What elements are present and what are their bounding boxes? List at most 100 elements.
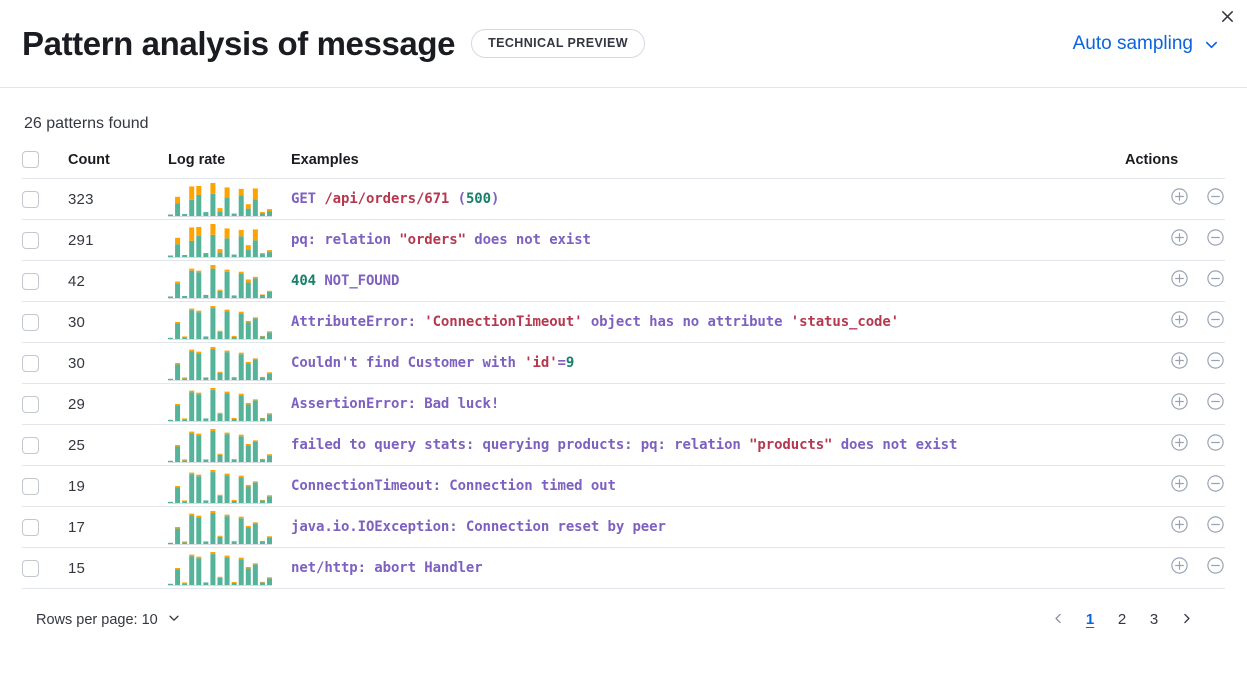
circle-plus-icon[interactable] bbox=[1169, 433, 1189, 453]
table-row[interactable]: 42 404 NOT_FOUND bbox=[22, 260, 1225, 302]
table-row[interactable]: 323 GET /api/orders/671 (500) bbox=[22, 178, 1225, 220]
row-actions bbox=[1169, 392, 1225, 412]
rows-per-page-button[interactable]: Rows per page: 10 bbox=[36, 611, 181, 629]
row-select-cell bbox=[22, 465, 68, 507]
table-row[interactable]: 15 net/http: abort Handler bbox=[22, 547, 1225, 589]
circle-plus-icon[interactable] bbox=[1169, 392, 1189, 412]
row-select-cell bbox=[22, 260, 68, 302]
row-log-rate-cell bbox=[168, 424, 291, 466]
table-row[interactable]: 25 failed to query stats: querying produ… bbox=[22, 424, 1225, 466]
table-row[interactable]: 30 Couldn't find Customer with 'id'=9 bbox=[22, 342, 1225, 384]
example-token: java.io.IOException: Connection reset by… bbox=[291, 519, 666, 535]
example-token: 500 bbox=[465, 191, 491, 207]
row-checkbox[interactable] bbox=[22, 395, 39, 413]
example-text: net/http: abort Handler bbox=[291, 560, 483, 576]
pagination-page-2[interactable]: 2 bbox=[1109, 607, 1135, 633]
row-actions-cell bbox=[1125, 301, 1225, 343]
row-checkbox[interactable] bbox=[22, 436, 39, 454]
circle-minus-icon[interactable] bbox=[1205, 310, 1225, 330]
table-row[interactable]: 17 java.io.IOException: Connection reset… bbox=[22, 506, 1225, 548]
circle-minus-icon[interactable] bbox=[1205, 556, 1225, 576]
column-header-actions: Actions bbox=[1125, 151, 1225, 179]
example-token: 'status_code' bbox=[790, 314, 900, 330]
row-log-rate-cell bbox=[168, 383, 291, 425]
table-row[interactable]: 29 AssertionError: Bad luck! bbox=[22, 383, 1225, 425]
circle-minus-icon[interactable] bbox=[1205, 187, 1225, 207]
pagination-next-button[interactable] bbox=[1173, 607, 1199, 633]
circle-plus-icon[interactable] bbox=[1169, 187, 1189, 207]
circle-minus-icon[interactable] bbox=[1205, 392, 1225, 412]
log-rate-sparkline bbox=[168, 551, 291, 586]
example-token: "orders" bbox=[399, 232, 466, 248]
circle-minus-icon[interactable] bbox=[1205, 515, 1225, 535]
row-checkbox[interactable] bbox=[22, 190, 39, 208]
circle-minus-icon[interactable] bbox=[1205, 351, 1225, 371]
example-token: Couldn't find Customer with bbox=[291, 355, 525, 371]
row-select-cell bbox=[22, 383, 68, 425]
example-text: failed to query stats: querying products… bbox=[291, 437, 957, 453]
circle-minus-icon[interactable] bbox=[1205, 269, 1225, 289]
chevron-down-icon bbox=[1204, 36, 1219, 51]
table-row[interactable]: 291 pq: relation "orders" does not exist bbox=[22, 219, 1225, 261]
row-log-rate-cell bbox=[168, 301, 291, 343]
row-log-rate-cell bbox=[168, 219, 291, 261]
row-count-cell: 30 bbox=[68, 301, 168, 343]
circle-plus-icon[interactable] bbox=[1169, 351, 1189, 371]
column-header-log-rate[interactable]: Log rate bbox=[168, 151, 291, 179]
row-checkbox[interactable] bbox=[22, 559, 39, 577]
row-actions bbox=[1169, 187, 1225, 207]
log-rate-sparkline bbox=[168, 387, 291, 422]
example-token: object has no attribute bbox=[582, 314, 791, 330]
row-checkbox[interactable] bbox=[22, 272, 39, 290]
table-row[interactable]: 19 ConnectionTimeout: Connection timed o… bbox=[22, 465, 1225, 507]
circle-minus-icon[interactable] bbox=[1205, 474, 1225, 494]
row-example-cell: net/http: abort Handler bbox=[291, 547, 1125, 589]
row-checkbox[interactable] bbox=[22, 313, 39, 331]
circle-plus-icon[interactable] bbox=[1169, 269, 1189, 289]
circle-plus-icon[interactable] bbox=[1169, 310, 1189, 330]
row-log-rate-cell bbox=[168, 506, 291, 548]
row-checkbox[interactable] bbox=[22, 354, 39, 372]
row-count-cell: 323 bbox=[68, 178, 168, 220]
row-checkbox[interactable] bbox=[22, 231, 39, 249]
example-token: 9 bbox=[565, 355, 575, 371]
example-token: NOT_FOUND bbox=[316, 273, 400, 289]
row-actions bbox=[1169, 310, 1225, 330]
row-checkbox[interactable] bbox=[22, 518, 39, 536]
circle-plus-icon[interactable] bbox=[1169, 515, 1189, 535]
example-token: = bbox=[557, 355, 566, 371]
pagination-prev-button[interactable] bbox=[1045, 607, 1071, 633]
row-count-cell: 291 bbox=[68, 219, 168, 261]
close-button[interactable] bbox=[1213, 4, 1241, 32]
example-token: "products" bbox=[749, 437, 833, 453]
circle-plus-icon[interactable] bbox=[1169, 474, 1189, 494]
row-example-cell: ConnectionTimeout: Connection timed out bbox=[291, 465, 1125, 507]
circle-plus-icon[interactable] bbox=[1169, 228, 1189, 248]
row-select-cell bbox=[22, 547, 68, 589]
log-rate-sparkline bbox=[168, 305, 291, 340]
row-count-cell: 29 bbox=[68, 383, 168, 425]
row-select-cell bbox=[22, 424, 68, 466]
row-log-rate-cell bbox=[168, 342, 291, 384]
auto-sampling-dropdown[interactable]: Auto sampling bbox=[1071, 31, 1221, 57]
table-row[interactable]: 30 AttributeError: 'ConnectionTimeout' o… bbox=[22, 301, 1225, 343]
column-header-examples[interactable]: Examples bbox=[291, 151, 1125, 179]
select-all-checkbox[interactable] bbox=[22, 151, 39, 168]
circle-minus-icon[interactable] bbox=[1205, 433, 1225, 453]
example-text: AttributeError: 'ConnectionTimeout' obje… bbox=[291, 314, 899, 330]
row-checkbox[interactable] bbox=[22, 477, 39, 495]
row-example-cell: 404 NOT_FOUND bbox=[291, 260, 1125, 302]
row-actions bbox=[1169, 228, 1225, 248]
circle-plus-icon[interactable] bbox=[1169, 556, 1189, 576]
column-header-count[interactable]: Count bbox=[68, 151, 168, 179]
title-group: Pattern analysis of message TECHNICAL PR… bbox=[22, 25, 645, 63]
table-header: Count Log rate Examples Actions bbox=[22, 151, 1225, 179]
chevron-left-icon bbox=[1052, 612, 1065, 628]
row-select-cell bbox=[22, 219, 68, 261]
row-log-rate-cell bbox=[168, 547, 291, 589]
row-actions-cell bbox=[1125, 342, 1225, 384]
example-token: failed to query stats: querying products… bbox=[291, 437, 750, 453]
pagination-page-1[interactable]: 1 bbox=[1077, 607, 1103, 633]
pagination-page-3[interactable]: 3 bbox=[1141, 607, 1167, 633]
circle-minus-icon[interactable] bbox=[1205, 228, 1225, 248]
